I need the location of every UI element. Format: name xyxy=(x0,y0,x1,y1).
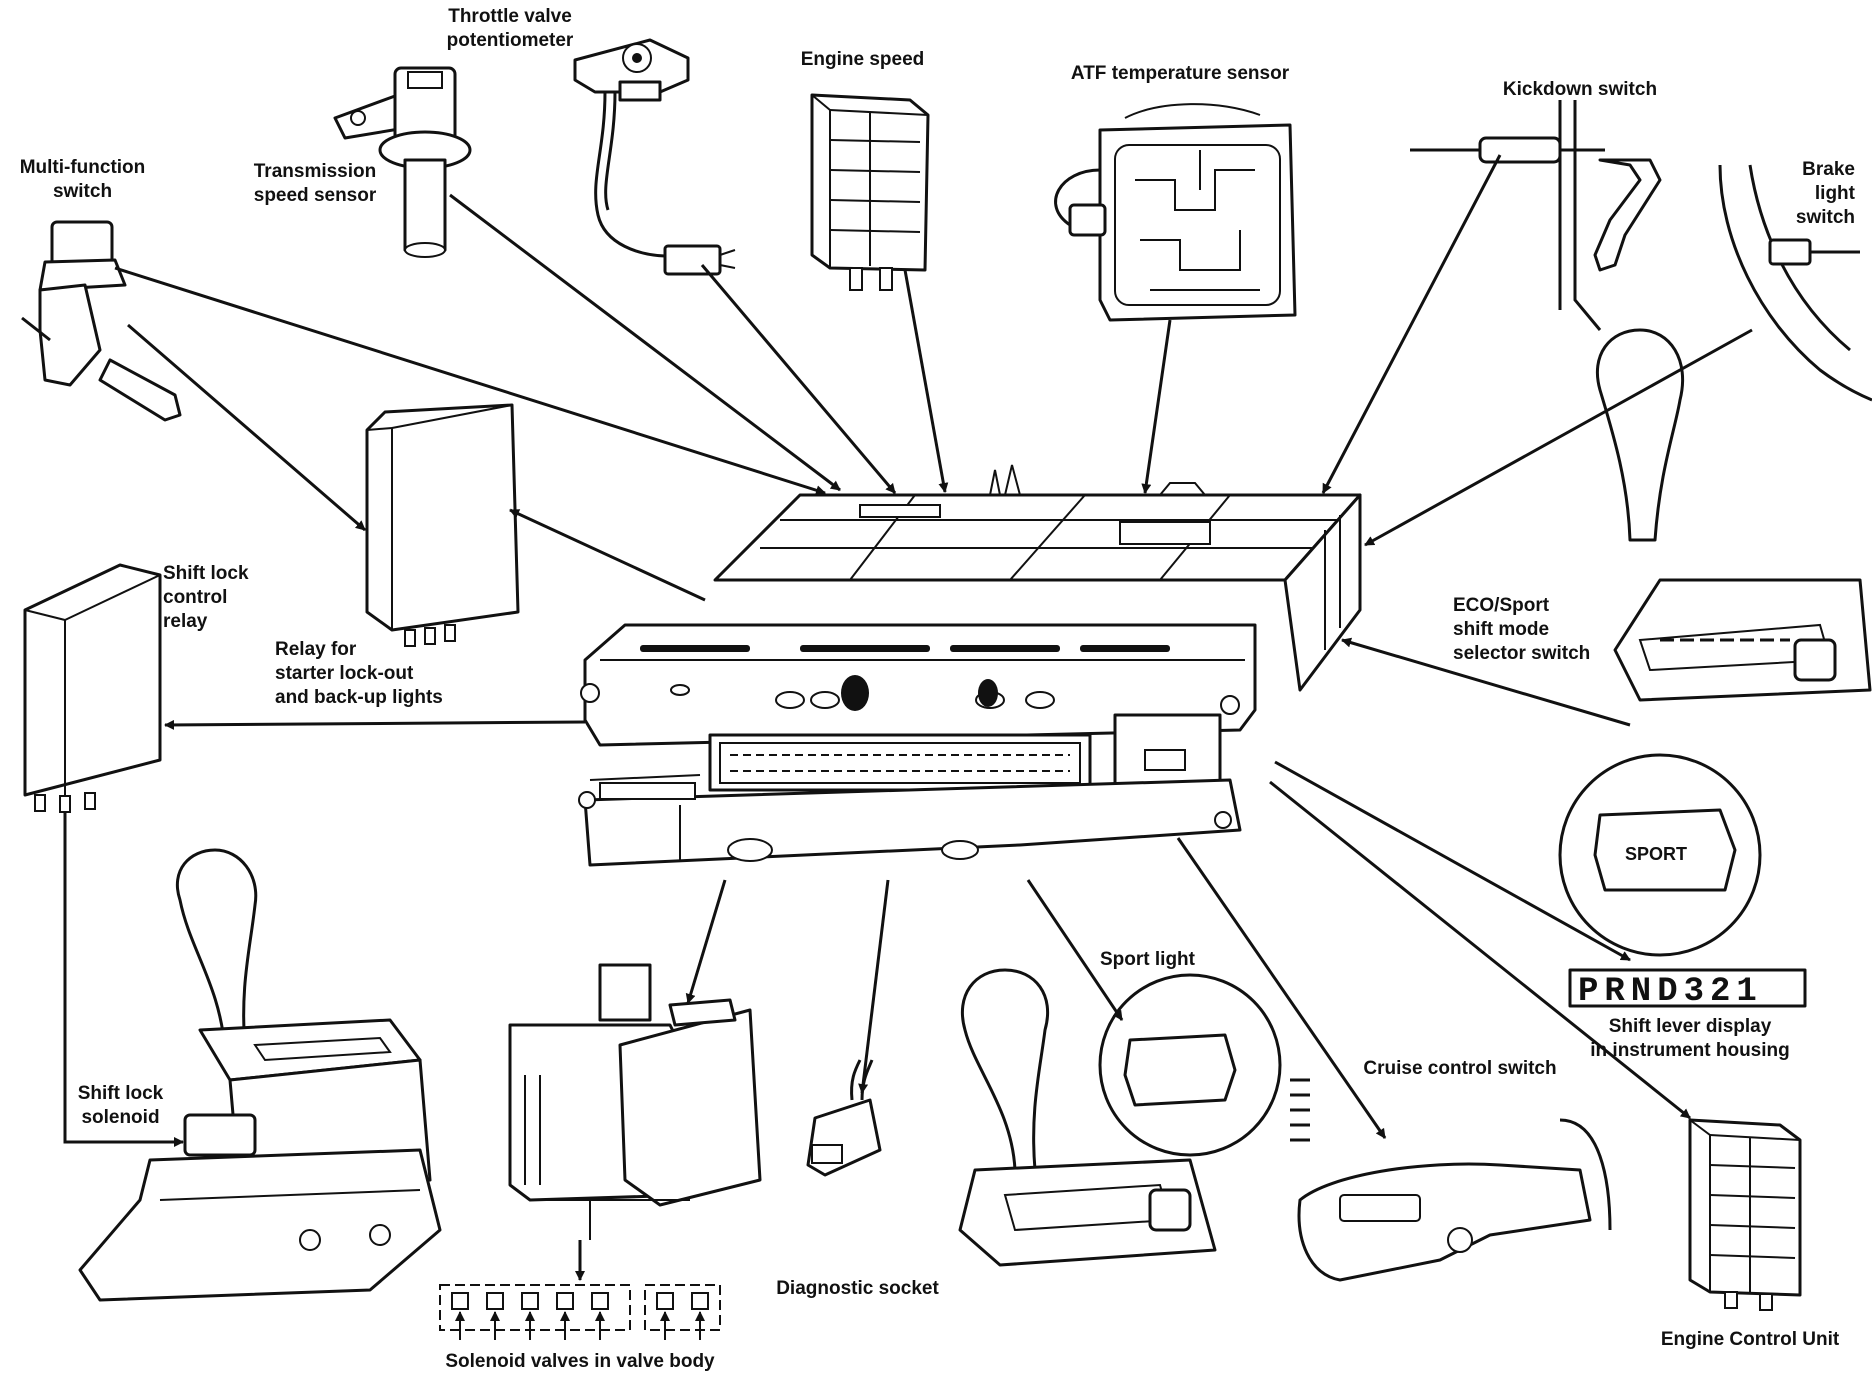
solenoid-valves-label: Solenoid valves in valve body xyxy=(445,1351,715,1372)
multi-function-switch xyxy=(21,220,182,422)
multi-function-label: Multi-function switch xyxy=(19,157,146,202)
engine-speed-label: Engine speed xyxy=(800,49,925,70)
eco-sport-label: ECO/Sport shift mode selector switch xyxy=(1453,595,1591,664)
transmission-speed-sensor xyxy=(333,66,472,258)
connection-arrows xyxy=(63,154,1753,1281)
shift-display-label: Shift lever display in instrument housin… xyxy=(1590,1016,1790,1061)
cruise-control-label: Cruise control switch xyxy=(1363,1058,1557,1079)
diagnostic-socket-label: Diagnostic socket xyxy=(776,1278,939,1299)
atf-temperature-label: ATF temperature sensor xyxy=(1070,63,1290,84)
engine-control-unit xyxy=(1688,1118,1802,1311)
atf-temperature-sensor xyxy=(1054,103,1297,322)
shift-lock-solenoid-label: Shift lock solenoid xyxy=(77,1083,164,1128)
valve-body xyxy=(508,963,762,1240)
shift-lock-control-relay xyxy=(23,563,162,813)
diagnostic-socket xyxy=(806,1059,882,1177)
transmission-speed-label: Transmission speed sensor xyxy=(253,161,377,206)
cruise-control-switch xyxy=(1290,1078,1612,1282)
transmission-control-unit xyxy=(578,464,1362,867)
engine-control-unit-label: Engine Control Unit xyxy=(1660,1329,1840,1350)
starter-lockout-relay xyxy=(365,403,520,647)
eco-sport-shifter: SPORT xyxy=(1558,328,1872,957)
brake-light-switch xyxy=(1718,164,1872,402)
starter-relay-label: Relay for starter lock-out and back-up l… xyxy=(275,639,443,708)
brake-light-label: Brake light switch xyxy=(1795,159,1855,228)
solenoid-valve-symbols xyxy=(439,1284,721,1340)
throttle-valve-label: Throttle valve potentiometer xyxy=(446,6,574,51)
gear-indicator-text: PRND321 xyxy=(1578,973,1763,1011)
sport-light-shifter xyxy=(958,968,1282,1267)
kickdown-switch xyxy=(1410,100,1662,331)
sport-light-label: Sport light xyxy=(1100,949,1195,970)
engine-speed-module xyxy=(810,93,930,291)
sport-button-text: SPORT xyxy=(1625,844,1687,864)
throttle-valve-potentiometer xyxy=(573,38,736,276)
shift-lock-relay-label: Shift lock control relay xyxy=(163,563,249,632)
kickdown-switch-label: Kickdown switch xyxy=(1502,79,1658,100)
shift-lever-display: PRND321 xyxy=(1568,968,1807,1011)
shift-lever-assembly xyxy=(78,848,442,1302)
